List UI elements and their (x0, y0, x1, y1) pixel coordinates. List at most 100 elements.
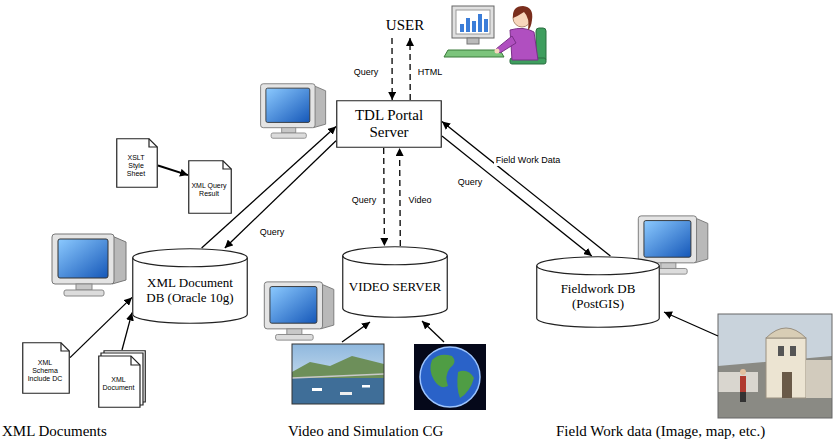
node-text: XML Document DB (Oracle 10g) (138, 276, 242, 306)
globe-image (430, 355, 454, 387)
node-text: VIDEO SERVER (348, 280, 442, 295)
user-illustration (452, 6, 494, 38)
caption-label: Video and Simulation CG (288, 423, 443, 440)
leader-arrow (342, 322, 370, 342)
node-outline (343, 247, 448, 317)
user-illustration (467, 38, 479, 44)
caption-label: Field Work data (Image, map, etc.) (556, 423, 765, 440)
stylesheet-document: XSLT Style Sheet (116, 138, 158, 188)
query-result-document: XML Query Result (188, 160, 232, 214)
user-illustration (456, 10, 490, 34)
edge-label: Query (258, 227, 287, 238)
server-computer (264, 282, 334, 340)
edge-label: Video (407, 195, 434, 206)
simulation-image (292, 356, 384, 380)
user-illustration (484, 19, 488, 32)
node-text: Fieldwork DB (PostGIS) (542, 282, 654, 312)
edge-label: Field Work Data (494, 155, 562, 166)
server-computer (261, 84, 326, 138)
node-outline (189, 161, 232, 214)
fieldwork-photo (740, 376, 746, 392)
edge-label: Query (350, 195, 379, 206)
edge-label: Query (352, 67, 381, 78)
globe-image (414, 344, 486, 410)
user-illustration (513, 6, 532, 30)
node-outline (61, 343, 69, 351)
fieldwork-photo (718, 314, 832, 418)
simulation-image (292, 344, 384, 404)
fieldwork-photo (740, 392, 746, 402)
schema-document: XML Schema Include DC (22, 342, 70, 394)
simulation-image (340, 392, 352, 395)
node-outline (537, 257, 660, 327)
simulation-image (292, 378, 384, 404)
video-server-cylinder: VIDEO SERVER (342, 246, 448, 318)
simulation-image (312, 388, 322, 391)
globe-image (457, 371, 474, 398)
node-outline (117, 139, 158, 188)
node-outline (23, 343, 70, 394)
fieldwork-photo (790, 346, 796, 356)
fieldwork-photo (806, 360, 832, 398)
connector-arrow (442, 136, 592, 256)
fieldwork-photo (778, 346, 784, 356)
connector-arrow (122, 313, 132, 350)
node-text: XSLT Style Sheet (119, 154, 153, 178)
user-illustration (495, 49, 500, 54)
database-cylinder: Fieldwork DB (PostGIS) (536, 256, 660, 328)
node-outline (223, 161, 231, 169)
node-outline (133, 249, 248, 324)
connector-arrow (399, 148, 401, 246)
node-outline (133, 258, 248, 267)
fieldwork-photo (782, 372, 792, 398)
fieldwork-photo (740, 369, 746, 375)
fieldwork-photo (766, 338, 806, 398)
connector-arrow (70, 297, 132, 357)
database-cylinder: XML Document DB (Oracle 10g) (132, 248, 248, 324)
globe-image (420, 347, 480, 407)
user-illustration (466, 18, 470, 32)
user-illustration (460, 24, 464, 32)
leader-arrow (664, 312, 718, 336)
node-outline (337, 101, 442, 148)
user-illustration (444, 6, 546, 64)
node-outline (131, 356, 140, 365)
connector-arrow (391, 38, 392, 100)
user-illustration (478, 14, 482, 32)
fieldwork-photo (718, 314, 832, 418)
node-text: XML Query Result (191, 182, 227, 198)
user-illustration (472, 21, 476, 32)
simulation-image (362, 385, 370, 388)
edge-label: HTML (416, 67, 445, 78)
connector-arrow (158, 166, 188, 176)
node-outline (149, 139, 157, 147)
fieldwork-photo (718, 314, 832, 418)
server-computer (52, 234, 126, 296)
connector-arrow (409, 38, 411, 100)
node-outline (99, 356, 140, 407)
globe-image (414, 344, 486, 410)
simulation-image (292, 374, 384, 378)
connector-arrow (225, 141, 336, 248)
node-text: XML Document (101, 376, 136, 392)
node-outline (537, 266, 660, 275)
connector-arrow (383, 148, 385, 246)
node-text: XML Schema Include DC (25, 359, 65, 383)
fieldwork-photo (766, 328, 806, 338)
edge-label: Query (456, 177, 485, 188)
fieldwork-photo (718, 372, 758, 392)
server-box: TDL Portal Server (336, 100, 442, 148)
simulation-image (292, 344, 384, 404)
globe-image (420, 347, 480, 407)
node-outline (343, 256, 448, 265)
node-text: USER (380, 17, 430, 34)
node-text: TDL Portal Server (341, 107, 437, 142)
document-stack: XML Document (98, 350, 146, 408)
leader-arrow (422, 321, 444, 342)
caption-label: XML Documents (2, 423, 107, 440)
simulation-image (292, 344, 384, 404)
user-label: USER (380, 14, 430, 38)
connector-arrow (442, 122, 610, 256)
